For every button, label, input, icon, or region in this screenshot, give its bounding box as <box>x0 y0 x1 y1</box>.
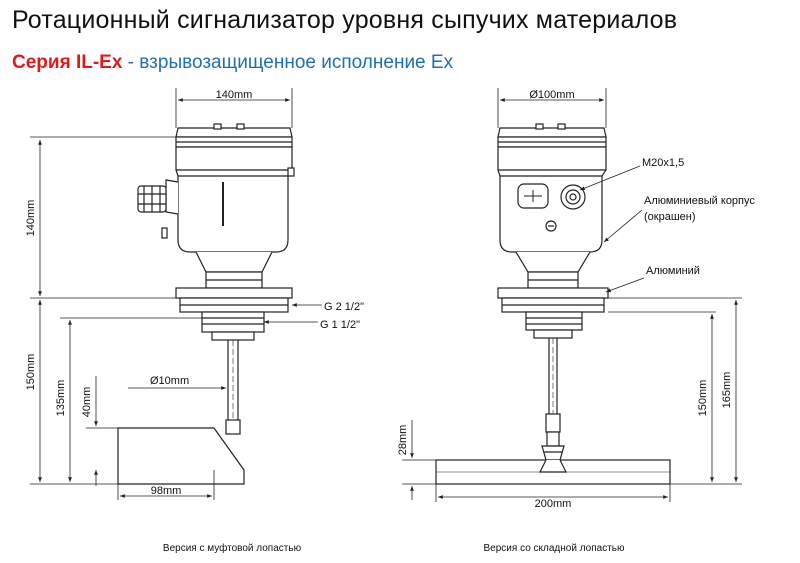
dim-paddle-200: 200mm <box>535 498 572 510</box>
series-subtitle: Серия IL-Ex - взрывозащищенное исполнени… <box>12 52 453 74</box>
thread-g212: G 2 1/2" <box>324 301 364 313</box>
label-flange-material: Алюминий <box>646 265 700 277</box>
thread-g112: G 1 1/2" <box>320 319 360 331</box>
series-description: взрывозащищенное исполнение Ex <box>139 52 454 73</box>
dim-paddle-98: 98mm <box>151 485 182 497</box>
dim-paddle-28: 28mm <box>397 425 409 456</box>
dim-height-40: 40mm <box>81 387 93 418</box>
dim-height-135: 135mm <box>55 380 67 417</box>
label-housing-1: Алюминиевый корпус <box>644 195 755 207</box>
dim-diameter-100: Ø100mm <box>529 89 574 101</box>
dim-height-165: 165mm <box>721 372 733 409</box>
label-cable-entry: M20x1,5 <box>642 157 684 169</box>
right-dimension-labels: Ø100mm M20x1,5 Алюминиевый корпус (окраш… <box>397 89 755 554</box>
series-label: Серия IL-Ex <box>12 52 123 73</box>
left-sensor-drawing <box>117 123 295 485</box>
left-dimension-labels: 140mm 140mm G 2 1/2" G 1 1/2" Ø10mm 150m… <box>25 89 364 554</box>
right-sensor-drawing <box>435 123 671 485</box>
label-housing-2: (окрашен) <box>644 211 696 223</box>
series-dash: - <box>122 52 140 73</box>
dim-width-140: 140mm <box>216 89 253 101</box>
caption-left: Версия с муфтовой лопастью <box>163 542 302 554</box>
page-title: Ротационный сигнализатор уровня сыпучих … <box>12 6 678 34</box>
caption-right: Версия со складной лопастью <box>484 543 625 554</box>
dim-height-150: 150mm <box>25 354 37 391</box>
dim-height-140: 140mm <box>25 200 37 237</box>
dim-height-150-right: 150mm <box>697 380 709 417</box>
dim-shaft-dia: Ø10mm <box>150 375 189 387</box>
